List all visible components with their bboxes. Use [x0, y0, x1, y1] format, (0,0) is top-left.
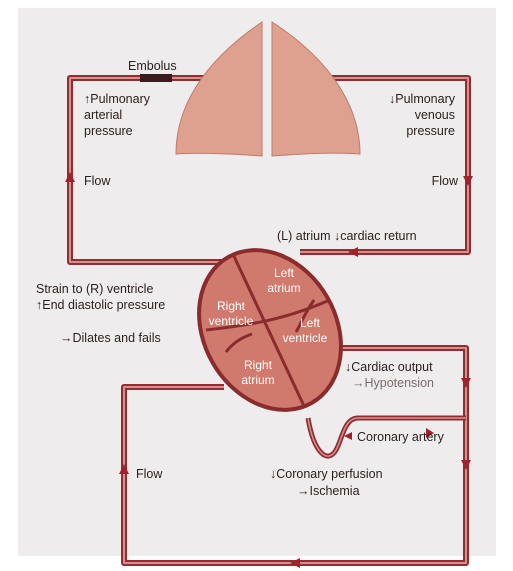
coronary-artery-label: Coronary artery — [357, 430, 445, 444]
flow-label: Flow — [432, 174, 459, 188]
hypotension-label: →Hypotension — [352, 376, 434, 390]
left-atrium-label-2: atrium — [267, 281, 300, 295]
left-atrium-return-label: (L) atrium ↓cardiac return — [277, 229, 417, 243]
right-atrium-label-2: atrium — [241, 373, 274, 387]
flow-label: Flow — [84, 174, 111, 188]
left-atrium-label: Left — [274, 266, 295, 280]
strain-label: Strain to (R) ventricle — [36, 282, 153, 296]
ischemia-label: →Ischemia — [297, 484, 360, 498]
right-ventricle-label-2: ventricle — [209, 314, 254, 328]
right-atrium-label: Right — [244, 358, 273, 372]
pulmonary-venous-label-2: venous — [415, 108, 455, 122]
pulmonary-arterial-label-2: arterial — [84, 108, 122, 122]
left-ventricle-label: Left — [300, 316, 321, 330]
dilates-label: →Dilates and fails — [60, 331, 161, 345]
flow-label: Flow — [136, 467, 163, 481]
cardiac-output-label: ↓Cardiac output — [345, 360, 433, 374]
end-diastolic-label: ↑End diastolic pressure — [36, 298, 165, 312]
coronary-perfusion-label: ↓Coronary perfusion — [270, 467, 383, 481]
left-ventricle-label-2: ventricle — [283, 331, 328, 345]
pulmonary-arterial-label-3: pressure — [84, 124, 133, 138]
embolus-clot — [140, 74, 172, 82]
embolus-label: Embolus — [128, 59, 177, 73]
left-arrow-icon — [290, 558, 300, 568]
pulmonary-venous-label-3: pressure — [406, 124, 455, 138]
pulmonary-venous-label: ↓Pulmonary — [389, 92, 456, 106]
pulmonary-arterial-label: ↑Pulmonary — [84, 92, 151, 106]
right-ventricle-label: Right — [217, 299, 246, 313]
